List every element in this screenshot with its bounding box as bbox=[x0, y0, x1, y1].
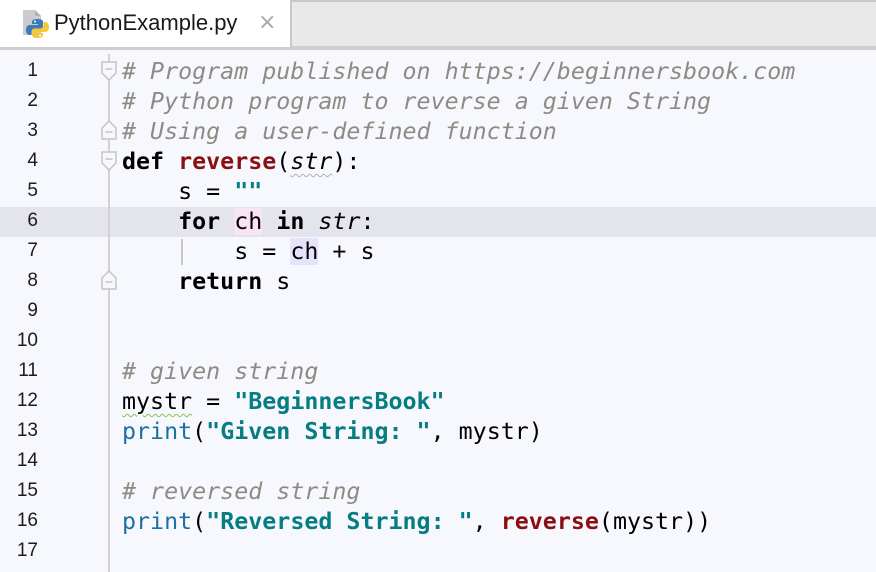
keyword: in bbox=[276, 208, 305, 235]
line-number: 3 bbox=[27, 120, 38, 141]
code-line: 1 # Program published on https://beginne… bbox=[0, 57, 876, 87]
variable-name: mystr bbox=[122, 388, 193, 415]
variable-highlight: ch bbox=[234, 208, 263, 235]
comment: # given string bbox=[122, 358, 319, 385]
code-text: s = ch + s bbox=[234, 238, 375, 265]
indent-guide bbox=[181, 239, 183, 265]
function-name: reverse bbox=[500, 508, 599, 535]
keyword: return bbox=[178, 268, 263, 295]
line-number: 17 bbox=[16, 540, 38, 561]
tab-strip-empty bbox=[292, 0, 876, 46]
builtin-function: print bbox=[122, 508, 193, 535]
string-literal: "Reversed String: " bbox=[206, 508, 473, 535]
code-line: 16 print("Reversed String: ", reverse(my… bbox=[0, 507, 876, 537]
line-number: 8 bbox=[27, 270, 38, 291]
line-number: 14 bbox=[16, 450, 38, 471]
comment: # Using a user-defined function bbox=[122, 118, 557, 145]
code-line: 9 bbox=[0, 297, 876, 327]
code-line-current: 6 for ch in str: bbox=[0, 207, 876, 237]
code-text: print("Reversed String: ", reverse(mystr… bbox=[122, 508, 712, 535]
line-number: 9 bbox=[27, 300, 38, 321]
comment: # Program published on https://beginners… bbox=[122, 58, 796, 85]
code-line: 4 def reverse(str): bbox=[0, 147, 876, 177]
code-text: # Using a user-defined function bbox=[122, 118, 557, 146]
code-text: def reverse(str): bbox=[122, 148, 361, 175]
line-number: 4 bbox=[27, 150, 38, 171]
line-number: 11 bbox=[18, 360, 38, 381]
parameter: str bbox=[290, 148, 333, 175]
line-number: 7 bbox=[27, 240, 38, 261]
code-text: # reversed string bbox=[122, 478, 360, 506]
python-file-icon bbox=[20, 9, 50, 39]
line-number: 6 bbox=[27, 210, 38, 231]
code-text: # Python program to reverse a given Stri… bbox=[122, 88, 711, 116]
line-number: 5 bbox=[27, 180, 38, 201]
code-line: 8 return s bbox=[0, 267, 876, 297]
fold-start-icon[interactable] bbox=[101, 61, 117, 81]
tab-file-name: PythonExample.py bbox=[54, 10, 238, 35]
string-literal: "" bbox=[234, 178, 263, 205]
code-text: s = "" bbox=[178, 178, 263, 205]
code-line: 3 # Using a user-defined function bbox=[0, 117, 876, 147]
variable-highlight: ch bbox=[290, 238, 319, 265]
line-number: 15 bbox=[16, 480, 38, 501]
string-literal: "BeginnersBook" bbox=[234, 388, 445, 415]
code-line: 15 # reversed string bbox=[0, 477, 876, 507]
parameter: str bbox=[318, 208, 361, 235]
code-line: 11 # given string bbox=[0, 357, 876, 387]
function-name: reverse bbox=[178, 148, 277, 175]
code-text: print("Given String: ", mystr) bbox=[122, 418, 543, 445]
code-line: 2 # Python program to reverse a given St… bbox=[0, 87, 876, 117]
editor-tab-bar: PythonExample.py × bbox=[0, 0, 876, 50]
code-editor[interactable]: 1 # Program published on https://beginne… bbox=[0, 54, 876, 572]
builtin-function: print bbox=[122, 418, 193, 445]
gutter-separator bbox=[108, 54, 110, 572]
code-text: # given string bbox=[122, 358, 318, 386]
fold-start-icon[interactable] bbox=[101, 151, 117, 171]
code-line: 13 print("Given String: ", mystr) bbox=[0, 417, 876, 447]
code-line: 10 bbox=[0, 327, 876, 357]
code-text: return s bbox=[178, 268, 291, 295]
line-number: 16 bbox=[16, 510, 38, 531]
line-number: 2 bbox=[27, 90, 38, 111]
comment: # reversed string bbox=[122, 478, 361, 505]
code-line: 14 bbox=[0, 447, 876, 477]
code-line: 17 bbox=[0, 537, 876, 567]
line-number: 10 bbox=[16, 330, 38, 351]
line-number: 12 bbox=[16, 390, 38, 411]
fold-end-icon[interactable] bbox=[101, 120, 117, 140]
code-line: 12 mystr = "BeginnersBook" bbox=[0, 387, 876, 417]
comment: # Python program to reverse a given Stri… bbox=[122, 88, 712, 115]
fold-end-icon[interactable] bbox=[101, 270, 117, 290]
keyword: def bbox=[122, 148, 165, 175]
line-number: 13 bbox=[16, 420, 38, 441]
code-text: for ch in str: bbox=[178, 208, 375, 235]
keyword: for bbox=[178, 208, 221, 235]
code-line: 7 s = ch + s bbox=[0, 237, 876, 267]
code-text: # Program published on https://beginners… bbox=[122, 58, 795, 86]
code-line: 5 s = "" bbox=[0, 177, 876, 207]
tab-python-example[interactable]: PythonExample.py × bbox=[0, 0, 292, 47]
string-literal: "Given String: " bbox=[206, 418, 431, 445]
code-text: mystr = "BeginnersBook" bbox=[122, 388, 445, 415]
line-number: 1 bbox=[27, 60, 38, 81]
close-icon[interactable]: × bbox=[258, 10, 277, 35]
